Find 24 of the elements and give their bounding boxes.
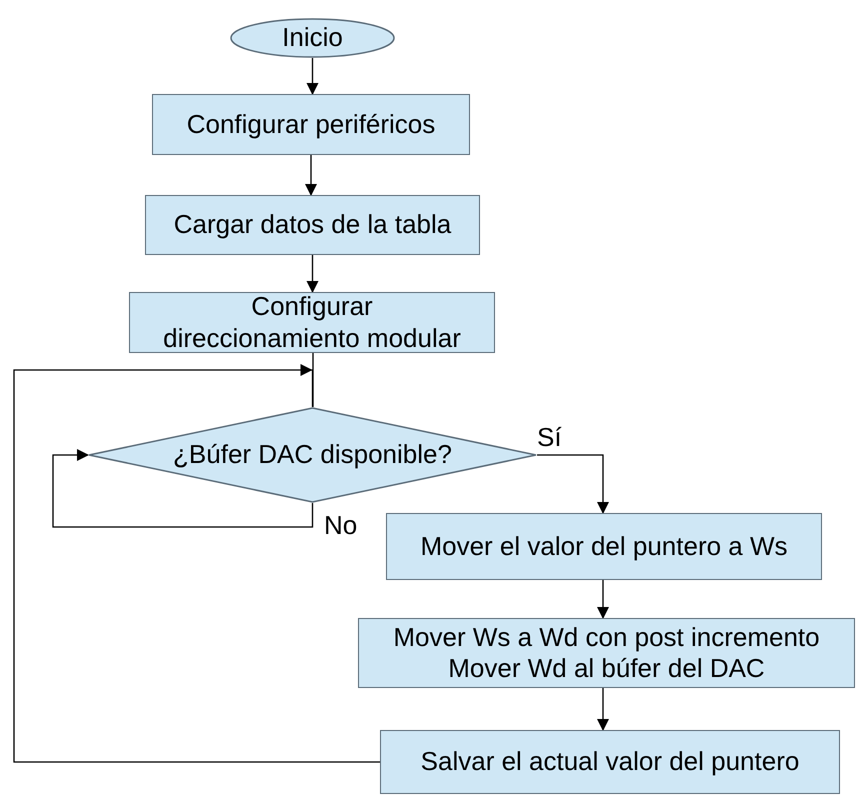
arrow (537, 454, 609, 514)
arrow (306, 58, 318, 95)
process-box (358, 618, 855, 688)
node-text: Mover Ws a Wd con post incremento (393, 622, 820, 653)
node-text: Salvar el actual valor del puntero (420, 746, 800, 778)
node-text: Cargar datos de la tabla (174, 209, 452, 241)
node-text: Mover el valor del puntero a Ws (420, 530, 788, 562)
process-box (129, 292, 495, 353)
process-box (386, 513, 822, 580)
arrow (305, 155, 317, 196)
node-text: Inicio (282, 22, 343, 54)
arrow (306, 255, 318, 293)
arrow (597, 580, 609, 619)
process-box (152, 94, 470, 155)
process-box (145, 195, 480, 255)
node-text: Configurar direccionamiento modular (162, 291, 462, 354)
start-terminal (230, 18, 395, 58)
arrow (597, 688, 609, 731)
decision-diamond (88, 407, 537, 503)
arrow (52, 449, 314, 528)
process-box (380, 730, 840, 794)
node-text: Configurar periféricos (186, 108, 436, 140)
node-text: Mover Wd al búfer del DAC (448, 653, 765, 684)
node-text: ¿Búfer DAC disponible? (173, 439, 452, 471)
